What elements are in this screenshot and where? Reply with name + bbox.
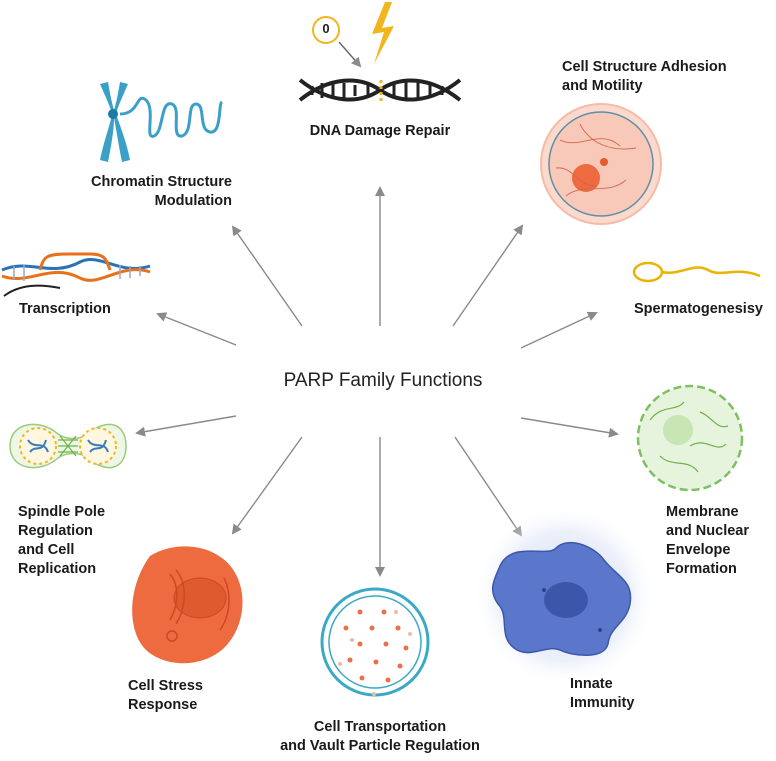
label-spindle-pole: Spindle Pole Regulation and Cell Replica… [18, 504, 106, 577]
label-chromatin: Chromatin Structure Modulation [91, 174, 232, 209]
arrow-membrane [520, 417, 619, 438]
arrows [135, 186, 619, 577]
vault-particle-icon [320, 587, 430, 697]
cell-structure-icon [540, 103, 662, 225]
cell-stress-icon [132, 546, 243, 664]
innate-immunity-icon [473, 504, 657, 688]
label-dna-damage-repair: DNA Damage Repair [309, 123, 451, 139]
transcription-icon [1, 252, 151, 297]
arrow-spindle [135, 415, 237, 437]
sperm-icon [632, 261, 761, 283]
arrow-spermatogenesis [520, 311, 598, 349]
arrow-immunity [454, 436, 523, 537]
dna-badge: 0 [322, 21, 330, 36]
arrow-stress [231, 436, 303, 535]
arrow-cell-structure [452, 224, 524, 327]
membrane-icon [636, 384, 744, 492]
label-transcription: Transcription [19, 301, 111, 317]
center-title: PARP Family Functions [283, 370, 483, 391]
spindle-pole-icon [9, 423, 127, 469]
label-cell-transport: Cell Transportation and Vault Particle R… [280, 719, 480, 754]
dna-damage-icon [298, 2, 462, 102]
label-spermatogenesis: Spermatogenesisy [634, 301, 763, 317]
chromosome-icon [100, 82, 224, 162]
label-membrane: Membrane and Nuclear Envelope Formation [666, 504, 749, 577]
label-cell-stress: Cell Stress Response [128, 678, 203, 713]
arrow-chromatin [231, 225, 303, 327]
arrow-transcription [156, 312, 237, 346]
label-cell-structure: Cell Structure Adhesion and Motility [562, 59, 727, 94]
label-innate-immunity: Innate Immunity [570, 676, 635, 711]
